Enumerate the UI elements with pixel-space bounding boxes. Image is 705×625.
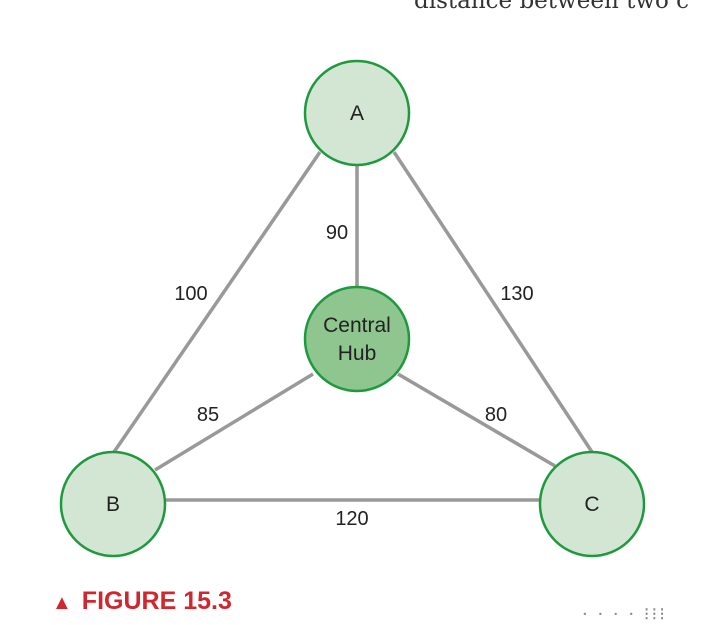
edge-label-hub-c: 80 xyxy=(485,404,507,426)
edge-label-hub-b: 85 xyxy=(197,404,219,426)
edge-a-c xyxy=(392,151,594,453)
node-a-circle xyxy=(303,59,411,167)
edge-a-b xyxy=(112,151,322,453)
node-central-hub-circle xyxy=(303,285,411,393)
node-b: B xyxy=(59,450,167,558)
edge-label-a-hub: 90 xyxy=(326,222,348,244)
cut-off-footer-text: · · · · ⁝⁝⁝ xyxy=(582,604,667,625)
node-c-label: C xyxy=(584,493,599,516)
node-central-hub-label-line1: Central xyxy=(323,314,391,337)
edge-label-b-c: 120 xyxy=(335,508,368,530)
edge-labels: 90 100 130 85 80 120 xyxy=(174,222,533,530)
figure-caption: ▲ FIGURE 15.3 xyxy=(52,587,232,616)
node-central-hub: Central Hub xyxy=(303,285,411,393)
edge-hub-c xyxy=(397,372,556,468)
node-c-circle xyxy=(538,450,646,558)
figure-caption-text: FIGURE 15.3 xyxy=(81,587,232,615)
triangle-marker-icon: ▲ xyxy=(52,592,72,614)
node-b-circle xyxy=(59,450,167,558)
edge-label-a-c: 130 xyxy=(500,283,533,305)
node-a: A xyxy=(303,59,411,167)
node-a-label: A xyxy=(350,102,364,125)
node-c: C xyxy=(538,450,646,558)
edges-group xyxy=(112,151,594,502)
edge-hub-b xyxy=(154,372,314,472)
cut-off-body-text: distance between two c xyxy=(414,0,690,14)
node-central-hub-label-line2: Hub xyxy=(338,342,377,365)
edge-label-a-b: 100 xyxy=(174,283,207,305)
node-b-label: B xyxy=(106,493,120,516)
